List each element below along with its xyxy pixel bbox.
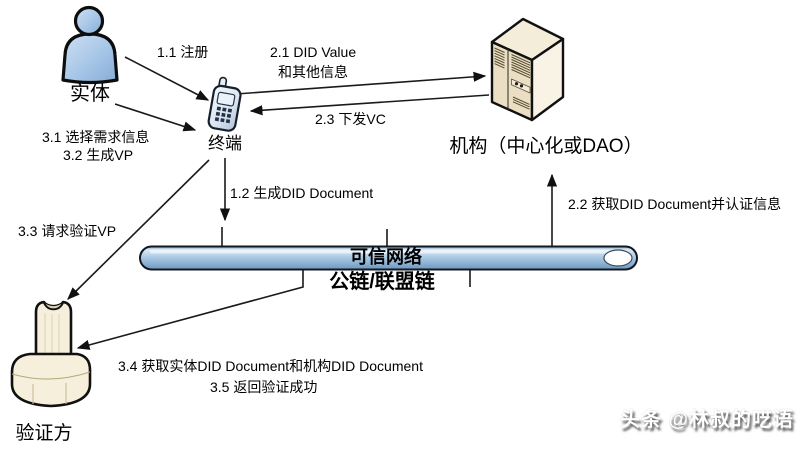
edge-label-2-3: 2.3 下发VC — [315, 111, 386, 127]
terminal-label: 终端 — [208, 134, 242, 153]
arrow-2-1-did-value — [235, 71, 487, 95]
entity-body — [61, 32, 119, 85]
edge-label-1-2: 1.2 生成DID Document — [230, 185, 374, 201]
verifier-base — [10, 352, 92, 408]
network-sublabel: 公链/联盟链 — [329, 271, 435, 293]
network-label: 可信网络 — [350, 247, 422, 267]
edge-label-3-4: 3.4 获取实体DID Document和机构DID Document — [118, 358, 423, 374]
verifier-icon — [10, 300, 92, 408]
edges-layer — [67, 56, 558, 350]
entity-head — [73, 5, 105, 37]
server-side-face — [530, 37, 565, 122]
trusted-network-node — [139, 245, 638, 271]
server-button-1 — [514, 82, 519, 86]
entity-icon — [61, 5, 119, 85]
network-pill-highlight — [150, 250, 628, 254]
organization-label: 机构（中心化或DAO） — [449, 136, 643, 157]
verifier-label: 验证方 — [15, 423, 73, 444]
arrow-1-1-register — [124, 56, 210, 101]
arrow-2-3-issue-vc — [249, 94, 490, 116]
edge-label-3-1: 3.1 选择需求信息 — [42, 129, 150, 145]
terminal-icon — [207, 76, 242, 132]
verifier-tube-notch — [43, 301, 64, 310]
arrow-3-4-get-docs — [76, 270, 304, 350]
watermark: 头条 @林叔的呓语 — [620, 409, 795, 431]
edge-label-1-1: 1.1 注册 — [157, 44, 209, 60]
edge-label-3-3: 3.3 请求验证VP — [18, 223, 117, 239]
verifier-base-rim — [11, 371, 91, 380]
network-endpoint-ellipse — [603, 249, 633, 267]
edge-label-2-2: 2.2 获取DID Document并认证信息 — [568, 196, 782, 212]
arrow-3-1-select-info — [114, 103, 197, 132]
phone-keypad — [214, 106, 233, 124]
edge-label-3-5: 3.5 返回验证成功 — [210, 379, 318, 395]
edge-label-2-1b: 和其他信息 — [278, 64, 348, 80]
entity-label: 实体 — [70, 83, 110, 105]
verifier-base-seams — [32, 383, 67, 404]
arrow-3-3-verify-vp — [67, 159, 210, 300]
server-vent-grilles — [494, 47, 531, 110]
edge-label-3-2: 3.2 生成VP — [63, 147, 134, 163]
edge-label-2-1: 2.1 DID Value — [270, 44, 357, 60]
server-button-2 — [519, 84, 524, 88]
phone-screen — [216, 91, 236, 107]
org-server-icon — [490, 17, 565, 122]
